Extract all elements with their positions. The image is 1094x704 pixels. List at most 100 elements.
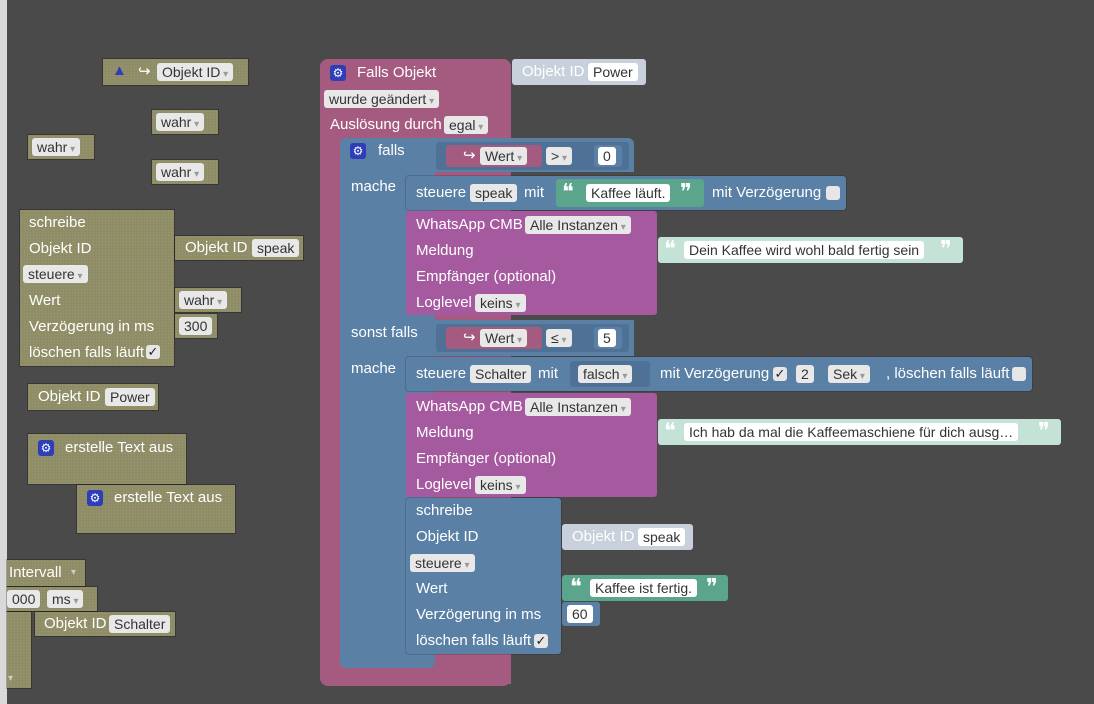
instanzen-dropdown[interactable]: Alle Instanzen [525, 216, 631, 234]
quote-close-icon: ❞ [1038, 419, 1050, 444]
gear-icon[interactable]: ⚙ [330, 65, 346, 81]
loose-wahr-value[interactable]: wahr [174, 287, 242, 313]
chevron-down-icon[interactable]: ▾ [8, 673, 14, 684]
loeschen-checkbox[interactable]: ✓ [146, 344, 160, 359]
speak-field[interactable]: speak [638, 528, 686, 546]
boolean-block[interactable]: falsch [570, 361, 650, 387]
quote-open-icon: ❝ [562, 180, 574, 205]
loeschen-label: löschen falls läuft [416, 632, 532, 649]
chevron-down-icon[interactable]: ▾ [71, 567, 77, 578]
loose-erstelle-text-1[interactable]: ⚙ erstelle Text aus [27, 433, 187, 485]
message-text-block-2[interactable]: ❝ Ich hab da mal die Kaffeemaschiene für… [658, 419, 1061, 445]
text-field[interactable]: Kaffee ist fertig. [590, 579, 698, 597]
speak-field[interactable]: speak [470, 184, 518, 202]
power-field[interactable]: Power [588, 63, 638, 81]
wurde-geaendert-dropdown[interactable]: wurde geändert [324, 90, 440, 108]
quote-close-icon: ❞ [706, 575, 718, 600]
text-block-fertig[interactable]: ❝ Kaffee ist fertig. ❞ [562, 575, 728, 601]
wahr-dropdown[interactable]: wahr [179, 291, 228, 309]
objekt-id-dropdown[interactable]: Objekt ID [157, 63, 234, 81]
power-field[interactable]: Power [105, 388, 155, 406]
objekt-id-speak-block[interactable]: Objekt ID speak [562, 524, 693, 550]
loose-wahr-block-3[interactable]: wahr [151, 159, 219, 185]
wert-variable-block[interactable]: ↪ Wert [446, 145, 542, 167]
wert-dropdown[interactable]: Wert [480, 147, 528, 165]
interval-number-field[interactable]: 000 [7, 590, 41, 608]
whatsapp-label: WhatsApp CMB [416, 216, 523, 233]
message-text-block-1[interactable]: ❝ Dein Kaffee wird wohl bald fertig sein… [658, 237, 963, 263]
schalter-field[interactable]: Schalter [470, 365, 532, 383]
loose-objekt-id-speak[interactable]: Objekt ID speak [174, 235, 304, 261]
gear-icon[interactable]: ⚙ [350, 143, 366, 159]
schreibe-label: schreibe [416, 502, 473, 519]
loose-wahr-block-1[interactable]: wahr [151, 109, 219, 135]
instanzen-dropdown[interactable]: Alle Instanzen [525, 398, 631, 416]
meldung-label: Meldung [416, 242, 474, 259]
number-block[interactable]: 0 [594, 145, 622, 167]
loose-schreibe-block[interactable]: schreibe Objekt ID steuere Wert Verzöger… [19, 209, 175, 367]
steuere-dropdown[interactable]: steuere [23, 265, 88, 283]
wert-dropdown[interactable]: Wert [480, 329, 528, 347]
wahr-dropdown[interactable]: wahr [32, 138, 81, 156]
loose-objekt-id-block[interactable]: ▲ ↪ Objekt ID [102, 58, 249, 86]
loglevel-dropdown[interactable]: keins [475, 294, 526, 312]
loose-interval-value-block[interactable]: 000 ms [6, 586, 98, 612]
objekt-id-power-block[interactable]: Objekt ID Power [512, 59, 646, 85]
loose-wahr-block-2[interactable]: wahr [27, 134, 95, 160]
erstelle-label: erstelle Text aus [114, 489, 223, 506]
loose-erstelle-text-2[interactable]: ⚙ erstelle Text aus [76, 484, 236, 534]
loose-objekt-id-power[interactable]: Objekt ID Power [27, 383, 159, 411]
loose-objekt-id-schalter[interactable]: Objekt ID Schalter [34, 611, 176, 637]
text-block[interactable]: ❝ Kaffee läuft. ❞ [556, 179, 704, 207]
wert-label: Wert [29, 292, 61, 309]
loose-schalter-container[interactable]: ▾ [6, 611, 32, 689]
wahr-dropdown[interactable]: wahr [156, 113, 205, 131]
message-field[interactable]: Dein Kaffee wird wohl bald fertig sein [684, 241, 925, 259]
loose-intervall-block[interactable]: Intervall ▾ [6, 559, 86, 587]
verzoegerung-checkbox[interactable]: ✓ [773, 366, 787, 381]
number-field[interactable]: 0 [598, 147, 616, 165]
quote-close-icon: ❞ [940, 237, 952, 262]
egal-dropdown[interactable]: egal [444, 116, 489, 134]
wahr-dropdown[interactable]: wahr [156, 163, 205, 181]
number-block-60[interactable]: 60 [562, 602, 600, 626]
number-field[interactable]: 5 [598, 329, 616, 347]
steuere-schalter-block[interactable]: steuere Schalter mit falsch mit Verzöger… [405, 356, 1033, 392]
event-block-header[interactable]: ⚙ Falls Objekt wurde geändert Auslösung … [320, 59, 511, 137]
falsch-dropdown[interactable]: falsch [578, 365, 633, 383]
verzoegerung-checkbox[interactable] [826, 186, 840, 200]
ms-dropdown[interactable]: ms [47, 590, 84, 608]
loeschen-checkbox[interactable] [1012, 367, 1026, 381]
operator-dropdown[interactable]: ≤ [546, 329, 572, 347]
gear-icon[interactable]: ⚙ [87, 490, 103, 506]
wert-variable-block[interactable]: ↪ Wert [446, 327, 542, 349]
arrow-icon: ↪ [463, 329, 476, 346]
operator-dropdown[interactable]: > [546, 147, 572, 165]
verzoegerung-label: Verzögerung in ms [416, 606, 542, 623]
schalter-field[interactable]: Schalter [109, 615, 171, 633]
delay-field[interactable]: 60 [567, 605, 593, 623]
steuere-dropdown[interactable]: steuere [410, 554, 475, 572]
gear-icon[interactable]: ⚙ [38, 440, 54, 456]
sek-dropdown[interactable]: Sek [828, 365, 870, 383]
event-block-footer [336, 672, 511, 684]
number-block[interactable]: 5 [594, 327, 622, 349]
schreibe-block[interactable]: schreibe Objekt ID steuere Wert Verzöger… [405, 497, 562, 655]
steuere-speak-block[interactable]: steuere speak mit ❝ Kaffee läuft. ❞ mit … [405, 175, 847, 211]
whatsapp-block-2[interactable]: WhatsApp CMB Alle Instanzen Meldung Empf… [406, 393, 657, 497]
workspace-left-edge [0, 0, 7, 704]
loose-delay-value[interactable]: 300 [174, 313, 218, 339]
warning-icon[interactable]: ▲ [112, 62, 127, 79]
sonst-falls-label: sonst falls [351, 324, 418, 341]
delay-field[interactable]: 300 [179, 317, 213, 335]
message-field[interactable]: Ich hab da mal die Kaffeemaschiene für d… [684, 423, 1019, 441]
whatsapp-block-1[interactable]: WhatsApp CMB Alle Instanzen Meldung Empf… [406, 211, 657, 315]
speak-field[interactable]: speak [252, 239, 300, 257]
loglevel-dropdown[interactable]: keins [475, 476, 526, 494]
text-field[interactable]: Kaffee läuft. [586, 184, 671, 202]
compare-block-le[interactable]: ↪ Wert ≤ 5 [436, 324, 629, 352]
delay-seconds-field[interactable]: 2 [796, 365, 814, 383]
arrow-icon: ↪ [463, 147, 476, 164]
loeschen-checkbox[interactable]: ✓ [534, 633, 548, 648]
compare-block-gt[interactable]: ↪ Wert > 0 [436, 142, 629, 170]
